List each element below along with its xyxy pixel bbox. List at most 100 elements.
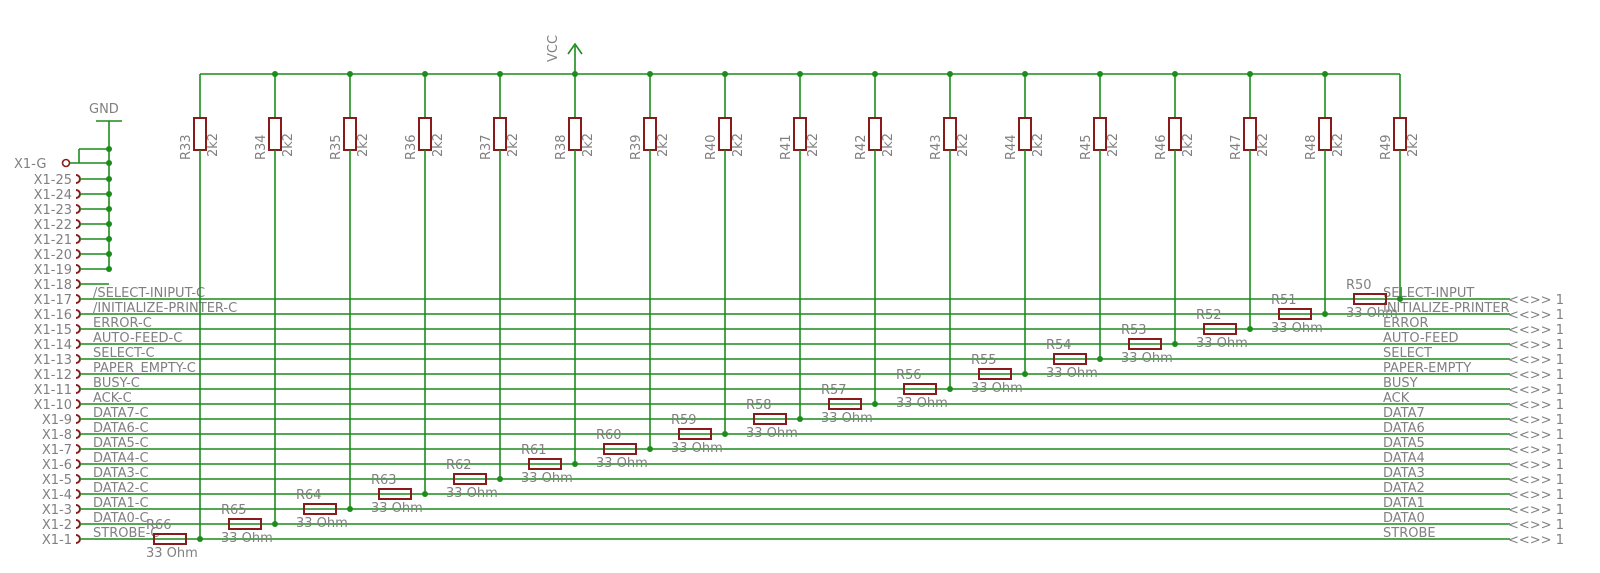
net-junction-dot: [347, 506, 353, 512]
port-marker-label: <<>> 1: [1508, 338, 1564, 353]
connector-pin-label: X1-25: [34, 173, 72, 188]
connector-pin-icon: [75, 489, 81, 499]
pullup-resistor: [1318, 117, 1332, 151]
connector-pin-icon: [75, 354, 81, 364]
connector-net-label: DATA4-C: [93, 451, 149, 466]
series-resistor: [903, 383, 937, 395]
series-resistor: [603, 443, 637, 455]
pullup-value-label: 2k2: [356, 133, 371, 157]
port-marker-label: <<>> 1: [1508, 368, 1564, 383]
pullup-resistor: [718, 117, 732, 151]
x1-g-label: X1-G: [14, 157, 46, 172]
series-value-label: 33 Ohm: [596, 456, 648, 471]
port-net-label: AUTO-FEED: [1383, 331, 1459, 346]
series-ref-label: R60: [596, 428, 622, 443]
connector-pin-icon: [75, 429, 81, 439]
series-ref-label: R51: [1271, 293, 1297, 308]
connector-pin-icon: [75, 399, 81, 409]
series-ref-label: R55: [971, 353, 997, 368]
gnd-junction-dot: [106, 236, 112, 242]
pullup-resistor: [1018, 117, 1032, 151]
series-resistor: [378, 488, 412, 500]
gnd-junction-dot: [106, 251, 112, 257]
port-marker-label: <<>> 1: [1508, 518, 1564, 533]
connector-pin-label: X1-9: [42, 413, 72, 428]
vcc-junction-dot: [1097, 71, 1103, 77]
pullup-ref-label: R35: [329, 134, 344, 160]
connector-pin-icon: [75, 294, 81, 304]
series-resistor: [453, 473, 487, 485]
pullup-value-label: 2k2: [1406, 133, 1421, 157]
connector-pin-icon: [75, 249, 81, 259]
port-marker-label: <<>> 1: [1508, 533, 1564, 548]
pullup-value-label: 2k2: [581, 133, 596, 157]
connector-pin-label: X1-16: [34, 308, 72, 323]
pullup-value-label: 2k2: [506, 133, 521, 157]
series-resistor: [1053, 353, 1087, 365]
series-value-label: 33 Ohm: [896, 396, 948, 411]
series-ref-label: R64: [296, 488, 322, 503]
pullup-resistor: [1093, 117, 1107, 151]
series-value-label: 33 Ohm: [371, 501, 423, 516]
series-ref-label: R65: [221, 503, 247, 518]
series-ref-label: R66: [146, 518, 172, 533]
vcc-junction-dot: [797, 71, 803, 77]
connector-pin-label: X1-1: [42, 533, 72, 548]
series-value-label: 33 Ohm: [1271, 321, 1323, 336]
net-junction-dot: [272, 521, 278, 527]
vcc-junction-dot: [422, 71, 428, 77]
series-ref-label: R50: [1346, 278, 1372, 293]
connector-pin-label: X1-3: [42, 503, 72, 518]
vcc-junction-dot: [947, 71, 953, 77]
series-resistor: [1278, 308, 1312, 320]
connector-pin-label: X1-13: [34, 353, 72, 368]
series-value-label: 33 Ohm: [446, 486, 498, 501]
pullup-ref-label: R36: [404, 134, 419, 160]
pullup-resistor: [418, 117, 432, 151]
series-resistor: [153, 533, 187, 545]
connector-pin-icon: [75, 219, 81, 229]
connector-pin-icon: [75, 504, 81, 514]
series-value-label: 33 Ohm: [221, 531, 273, 546]
pullup-value-label: 2k2: [731, 133, 746, 157]
connector-net-label: DATA1-C: [93, 496, 149, 511]
net-junction-dot: [1322, 311, 1328, 317]
connector-net-label: DATA2-C: [93, 481, 149, 496]
vcc-junction-dot: [272, 71, 278, 77]
port-net-label: DATA1: [1383, 496, 1425, 511]
pullup-resistor: [1393, 117, 1407, 151]
net-junction-dot: [1097, 356, 1103, 362]
gnd-junction-dot: [106, 221, 112, 227]
series-value-label: 33 Ohm: [1346, 306, 1398, 321]
connector-net-label: DATA0-C: [93, 511, 149, 526]
connector-pin-label: X1-11: [34, 383, 72, 398]
port-marker-label: <<>> 1: [1508, 383, 1564, 398]
series-ref-label: R54: [1046, 338, 1072, 353]
series-resistor: [978, 368, 1012, 380]
net-junction-dot: [797, 416, 803, 422]
port-net-label: PAPER-EMPTY: [1383, 361, 1471, 376]
net-junction-dot: [1397, 296, 1403, 302]
connector-net-label: /INITIALIZE-PRINTER-C: [93, 301, 237, 316]
vcc-label: VCC: [546, 35, 561, 62]
port-marker-label: <<>> 1: [1508, 443, 1564, 458]
series-value-label: 33 Ohm: [1121, 351, 1173, 366]
series-resistor: [1128, 338, 1162, 350]
port-marker-label: <<>> 1: [1508, 293, 1564, 308]
vcc-junction-dot: [647, 71, 653, 77]
connector-pin-label: X1-4: [42, 488, 72, 503]
connector-pin-label: X1-8: [42, 428, 72, 443]
series-resistor: [828, 398, 862, 410]
pullup-ref-label: R34: [254, 134, 269, 160]
connector-net-label: DATA6-C: [93, 421, 149, 436]
pullup-ref-label: R47: [1229, 134, 1244, 160]
connector-pin-icon: [75, 324, 81, 334]
port-net-label: DATA7: [1383, 406, 1425, 421]
series-ref-label: R53: [1121, 323, 1147, 338]
net-junction-dot: [1172, 341, 1178, 347]
port-net-label: SELECT-INPUT: [1383, 286, 1474, 301]
port-net-label: SELECT: [1383, 346, 1432, 361]
connector-pin-icon: [75, 264, 81, 274]
port-marker-label: <<>> 1: [1508, 353, 1564, 368]
connector-pin-icon: [75, 444, 81, 454]
